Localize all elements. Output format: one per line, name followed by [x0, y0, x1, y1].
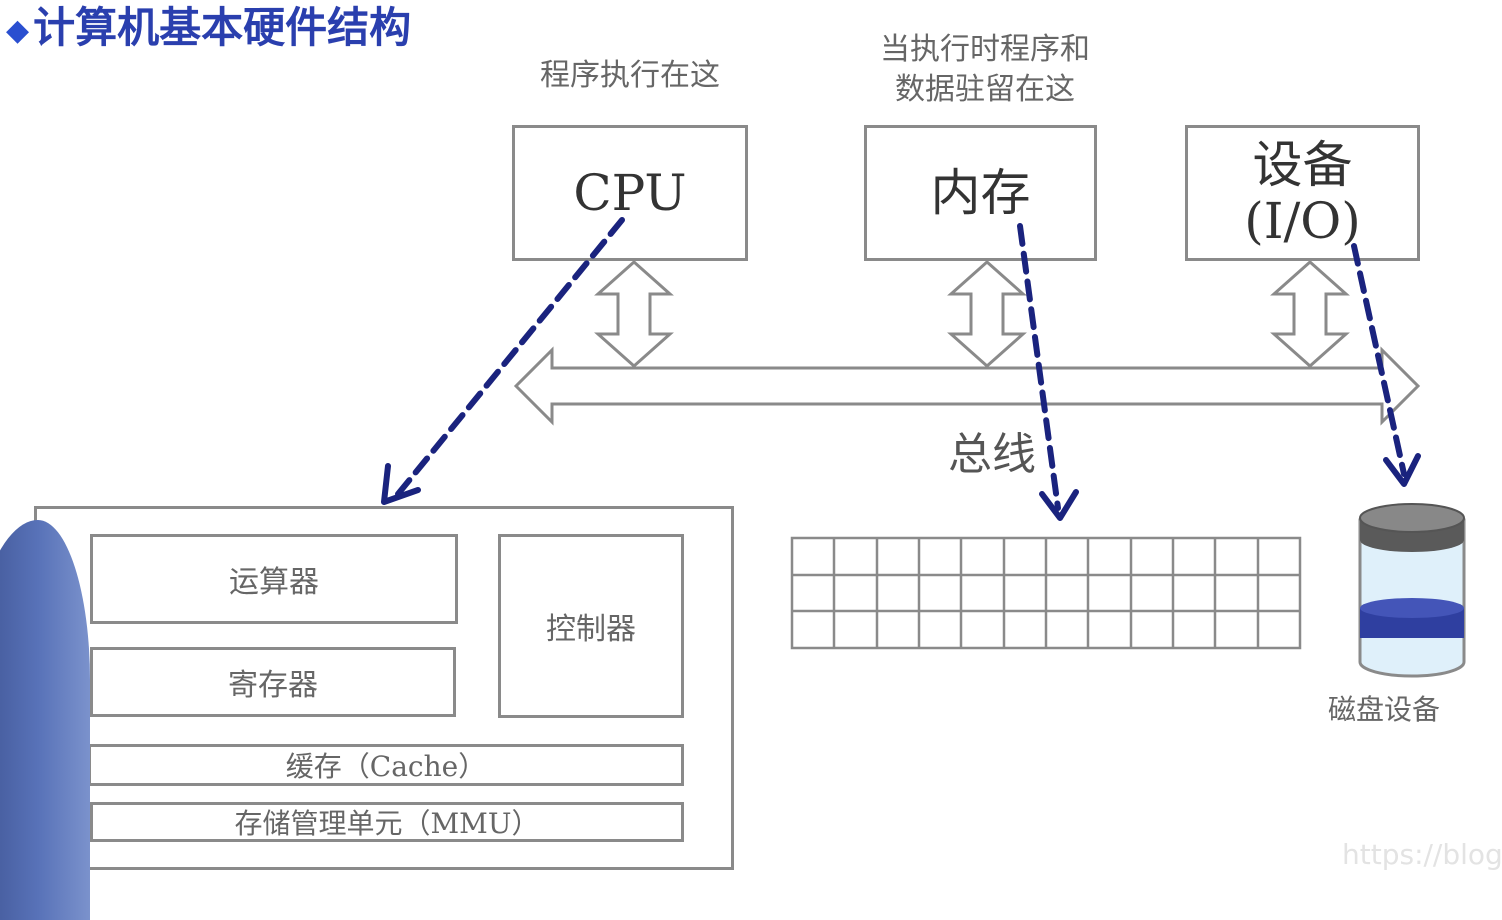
cpu-detail-pointer	[395, 217, 625, 497]
diamond-bullet-icon: ◆	[6, 13, 30, 48]
alu-label: 运算器	[229, 565, 319, 600]
bus-arrow	[513, 346, 1421, 426]
bus-label: 总线	[948, 429, 1036, 480]
cpu-box: CPU	[512, 125, 748, 261]
cpu-label: CPU	[573, 164, 687, 222]
disk-label: 磁盘设备	[1328, 693, 1441, 726]
mmu-label: 存储管理单元（MMU）	[234, 807, 540, 840]
cache-label: 缓存（Cache）	[285, 750, 487, 783]
registers-label: 寄存器	[228, 668, 318, 703]
disk-icon	[1358, 503, 1466, 678]
cpu-pointer-arrowhead	[381, 463, 421, 505]
mmu-box: 存储管理单元（MMU）	[90, 802, 684, 842]
memory-note-line1: 当执行时程序和	[880, 32, 1090, 67]
registers-box: 寄存器	[90, 647, 456, 717]
memory-note: 当执行时程序和 数据驻留在这	[850, 30, 1120, 110]
controller-label: 控制器	[546, 612, 636, 647]
controller-box: 控制器	[498, 534, 684, 718]
dashed-pointer-arrows	[395, 217, 1407, 511]
memory-note-line2: 数据驻留在这	[895, 72, 1075, 107]
cache-box: 缓存（Cache）	[88, 744, 684, 786]
page-title: ◆计算机基本硬件结构	[6, 3, 412, 52]
watermark: https://blog.	[1342, 838, 1502, 871]
disk-detail-pointer	[1351, 243, 1407, 477]
presenter-image	[0, 520, 90, 920]
memory-cells-grid	[790, 536, 1302, 650]
memory-detail-pointer	[1017, 223, 1061, 511]
device-label-line2: (I/O)	[1244, 192, 1361, 250]
memory-bus-arrow	[947, 259, 1027, 369]
disk-pointer-arrowhead	[1383, 453, 1421, 487]
cpu-bus-arrow	[594, 259, 674, 369]
cpu-note: 程序执行在这	[540, 58, 720, 93]
alu-box: 运算器	[90, 534, 458, 624]
memory-label: 内存	[930, 164, 1031, 222]
device-bus-arrow	[1270, 259, 1350, 369]
diagram-graphics	[381, 217, 1466, 678]
memory-pointer-arrowhead	[1039, 489, 1079, 521]
device-label-line1: 设备	[1252, 136, 1353, 194]
memory-box: 内存	[864, 125, 1097, 261]
device-box: 设备 (I/O)	[1185, 125, 1420, 261]
